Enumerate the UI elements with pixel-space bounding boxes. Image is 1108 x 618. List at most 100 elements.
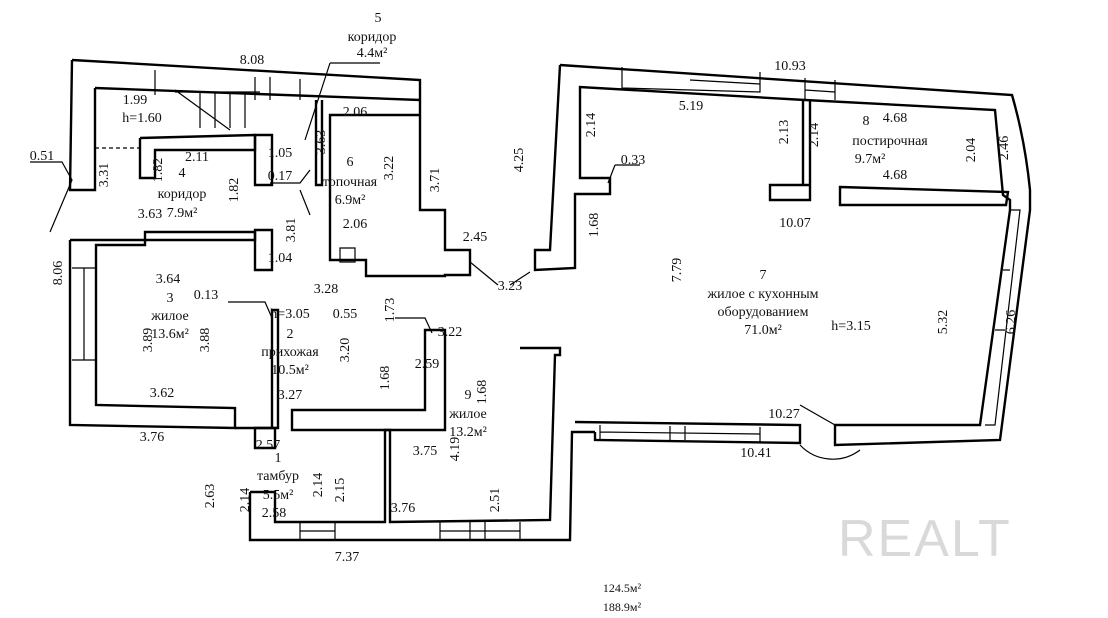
dimension-label: 3.22 — [382, 156, 397, 181]
left-building-walls — [68, 58, 595, 542]
dimension-label: 4.68 — [883, 168, 908, 183]
room-number: 7 — [760, 268, 767, 283]
room-number: 8 — [863, 114, 870, 129]
dimension-label: 3.23 — [498, 279, 523, 294]
dimension-label: 3.28 — [314, 282, 339, 297]
height-label: h=1.60 — [122, 111, 161, 126]
dimension-label: 1.68 — [378, 366, 393, 391]
dimension-label: 2.14 — [238, 488, 253, 513]
dimension-label: 1.82 — [227, 178, 242, 203]
total-area: 124.5м² — [603, 581, 642, 595]
dimension-label: 2.14 — [807, 123, 822, 148]
dimension-label: 1.68 — [587, 213, 602, 238]
dimension-label: 6.26 — [1004, 310, 1019, 335]
dimension-label: 3.64 — [156, 272, 181, 287]
dimension-label: 4.19 — [448, 437, 463, 462]
room-name: постирочная — [852, 134, 928, 149]
dimension-label: 3.76 — [391, 501, 416, 516]
dimension-label: 7.79 — [670, 258, 685, 283]
room-area: 4.4м² — [357, 46, 388, 61]
room-number: 4 — [179, 166, 186, 181]
room-9: 9 жилое 13.2м² — [448, 388, 487, 440]
room-name: жилое — [448, 407, 487, 422]
room-name: коридор — [158, 187, 207, 202]
dimension-label: 8.08 — [240, 53, 265, 68]
room-area: 13.6м² — [151, 327, 189, 342]
dimension-label: 1.82 — [151, 158, 166, 183]
dimension-label: 2.59 — [415, 357, 440, 372]
dimension-label: 3.75 — [413, 444, 438, 459]
height-label: h=3.05 — [270, 307, 309, 322]
dimension-label: 2.51 — [488, 488, 503, 513]
room-area: 71.0м² — [744, 323, 782, 338]
dimension-label: 3.22 — [438, 325, 463, 340]
dimension-label: 0.33 — [621, 153, 646, 168]
dimension-label: 1.73 — [383, 298, 398, 323]
room-number: 3 — [167, 291, 174, 306]
dimension-label: 2.57 — [256, 438, 281, 453]
room-name: тамбур — [257, 469, 299, 484]
room-number: 6 — [347, 155, 354, 170]
dimension-label: 2.13 — [777, 120, 792, 145]
dimension-label: 10.93 — [774, 59, 806, 74]
dimension-label: 2.11 — [185, 150, 209, 165]
dimension-label: 2.58 — [262, 506, 287, 521]
dimension-label: 3.63 — [314, 130, 329, 155]
room-name: топочная — [323, 175, 378, 190]
realt-watermark: REALT — [838, 510, 1012, 568]
dimension-label: 3.31 — [97, 163, 112, 188]
dimension-label: 0.17 — [268, 169, 293, 184]
dimension-label: 0.55 — [333, 307, 358, 322]
dimension-label: 4.25 — [512, 148, 527, 173]
dimension-label: 3.89 — [141, 328, 156, 353]
room-5: 5 коридор 4.4м² — [348, 11, 397, 61]
dimension-label: 10.27 — [768, 407, 800, 422]
dimension-label: 2.06 — [343, 105, 368, 120]
dimension-label: 8.06 — [51, 261, 66, 286]
dimension-label: 1.68 — [475, 380, 490, 405]
room-4: 4 коридор 7.9м² — [158, 166, 207, 221]
room-name: жилое — [150, 309, 189, 324]
room-area: 7.9м² — [167, 206, 198, 221]
room-number: 9 — [465, 388, 472, 403]
dimension-label: 3.62 — [150, 386, 175, 401]
dimension-label: 2.63 — [203, 484, 218, 509]
dimension-label: 2.46 — [997, 136, 1012, 161]
dimension-label: 3.63 — [138, 207, 163, 222]
dimension-label: 2.14 — [311, 473, 326, 498]
dimension-label: 2.06 — [343, 217, 368, 232]
dimension-label: 0.13 — [194, 288, 219, 303]
dimension-label: 3.81 — [284, 218, 299, 243]
room-area: 9.7м² — [855, 152, 886, 167]
total-area-with-extra: 188.9м² — [603, 600, 642, 614]
dimension-label: 1.05 — [268, 146, 293, 161]
room-area: 13.2м² — [449, 425, 487, 440]
dimension-label: 2.14 — [584, 113, 599, 138]
room-name: коридор — [348, 30, 397, 45]
dimension-label: 5.19 — [679, 99, 704, 114]
room-name: прихожая — [261, 345, 319, 360]
room-name-line2: оборудованием — [718, 305, 809, 320]
height-label: h=3.15 — [831, 319, 870, 334]
room-number: 5 — [375, 11, 382, 26]
dimension-label: 7.37 — [335, 550, 360, 565]
dimension-label: 3.27 — [278, 388, 303, 403]
dimension-label: 3.88 — [198, 328, 213, 353]
dimension-label: 1.04 — [268, 251, 293, 266]
leader-lines — [30, 62, 640, 334]
room-name: жилое с кухонным — [706, 287, 818, 302]
dimension-label: 2.45 — [463, 230, 488, 245]
room-number: 2 — [287, 327, 294, 342]
room-1: 1 тамбур 5.5м² — [257, 451, 299, 503]
area-totals: 124.5м² 188.9м² — [603, 581, 642, 614]
room-number: 1 — [275, 451, 282, 466]
dimension-label: 5.32 — [936, 310, 951, 335]
dimension-label: 10.41 — [740, 446, 772, 461]
right-building-walls — [469, 63, 1032, 460]
room-area: 5.5м² — [263, 488, 294, 503]
room-7: 7 жилое с кухонным оборудованием 71.0м² — [706, 268, 818, 338]
room-area: 6.9м² — [335, 193, 366, 208]
dimension-label: 3.76 — [140, 430, 165, 445]
